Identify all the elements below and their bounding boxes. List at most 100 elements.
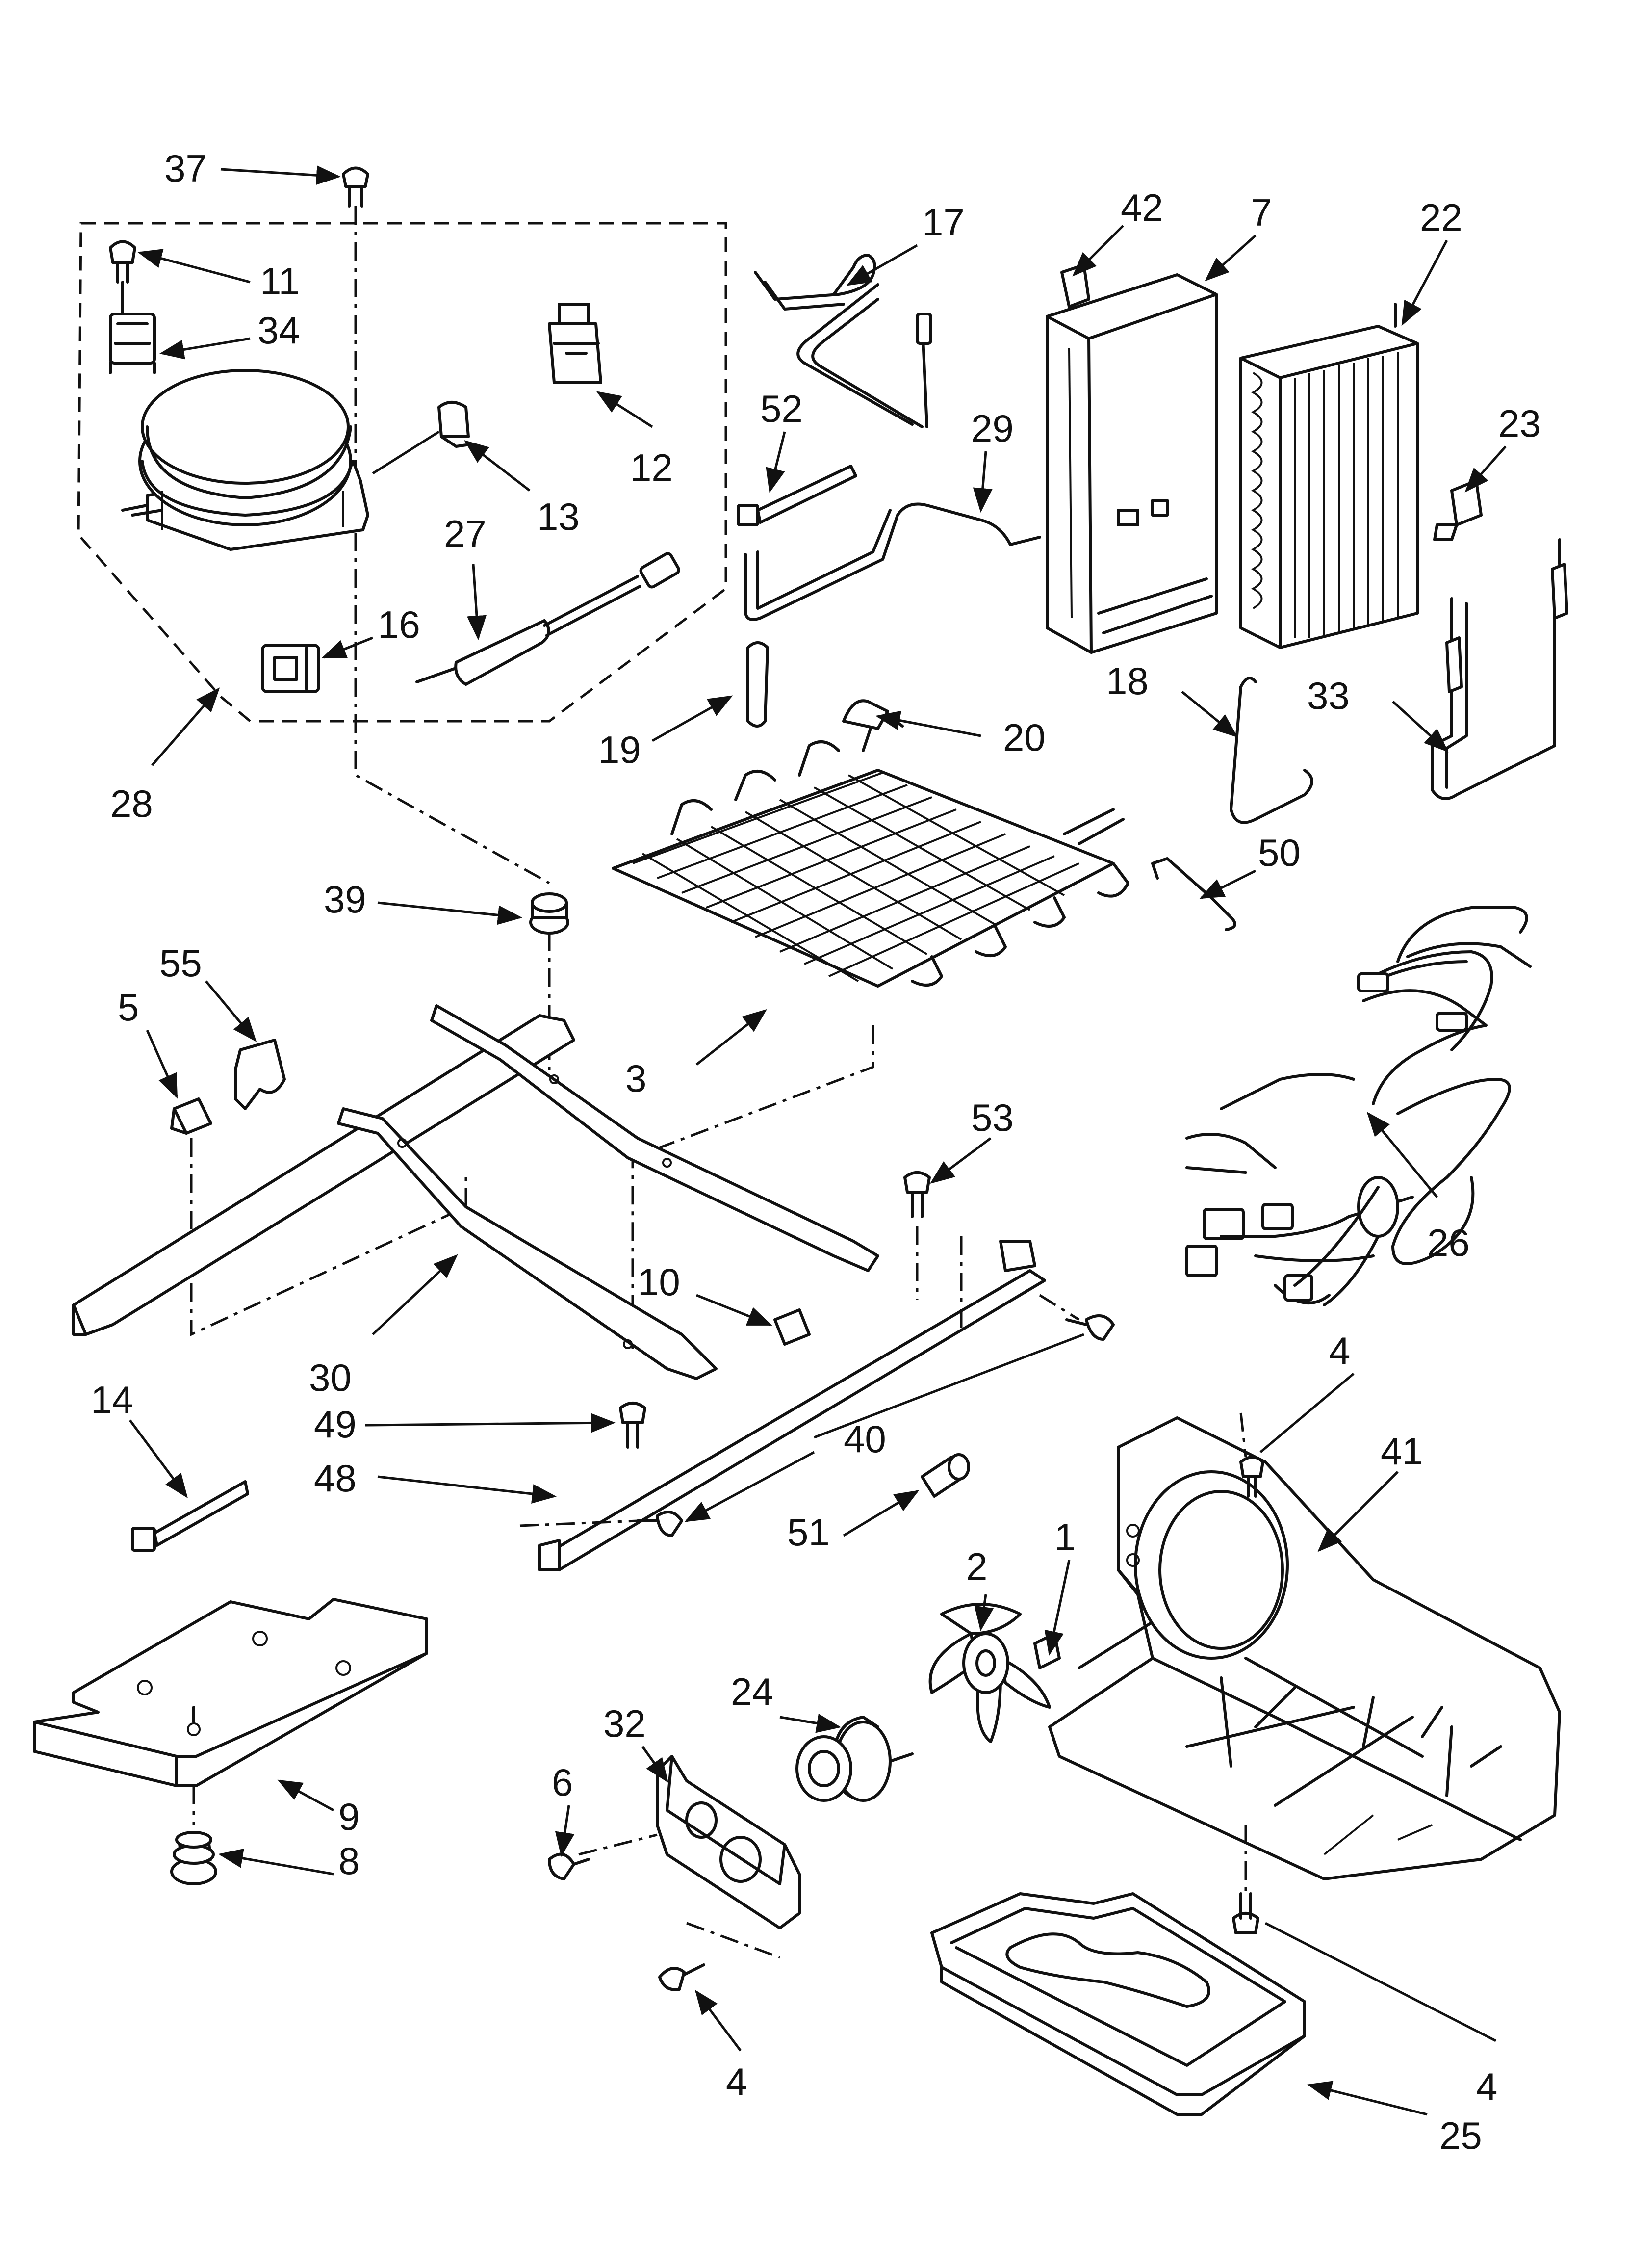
svg-text:53: 53 xyxy=(971,1096,1014,1139)
part-clip-50 xyxy=(1151,857,1236,931)
callout-27: 27 xyxy=(444,512,487,640)
callout-32: 32 xyxy=(603,1702,668,1783)
part-grommet-39 xyxy=(529,892,569,1089)
svg-text:24: 24 xyxy=(731,1670,773,1713)
svg-text:41: 41 xyxy=(1381,1430,1423,1473)
callout-16: 16 xyxy=(321,603,420,659)
svg-text:13: 13 xyxy=(537,495,580,538)
callout-26: 26 xyxy=(1366,1112,1470,1264)
part-relay-16 xyxy=(261,644,320,693)
part-screw-37 xyxy=(342,166,550,885)
svg-text:11: 11 xyxy=(260,260,300,303)
svg-text:32: 32 xyxy=(603,1702,646,1745)
part-bracket-55 xyxy=(234,1039,286,1110)
callout-52: 52 xyxy=(760,387,803,493)
callout-24: 24 xyxy=(731,1670,841,1733)
callout-3: 3 xyxy=(625,1009,767,1100)
callout-48: 48 xyxy=(314,1457,557,1504)
part-screw-6 xyxy=(548,1852,590,1880)
callout-40: 40 xyxy=(687,1333,1084,1521)
svg-text:34: 34 xyxy=(257,309,300,352)
svg-text:1: 1 xyxy=(1054,1515,1076,1559)
callout-7: 7 xyxy=(1205,191,1272,282)
callouts: 37 11 34 12 13 27 16 28 17 52 29 19 20 4… xyxy=(91,147,1541,2157)
svg-text:9: 9 xyxy=(338,1795,359,1838)
callout-50: 50 xyxy=(1199,831,1301,899)
part-bracket-23 xyxy=(1433,479,1483,541)
part-clip-13 xyxy=(372,401,475,475)
part-evaporator-coil-3 xyxy=(612,717,1129,1349)
svg-text:50: 50 xyxy=(1258,831,1301,874)
svg-text:27: 27 xyxy=(444,512,487,555)
part-fan-blade-2 xyxy=(928,1603,1051,1743)
part-spacer-5 xyxy=(170,1097,467,1336)
callout-53: 53 xyxy=(930,1096,1014,1184)
part-clip-10 xyxy=(773,1308,811,1346)
svg-text:18: 18 xyxy=(1106,659,1149,703)
part-screw-49 xyxy=(619,1402,646,1449)
part-wire-18 xyxy=(1230,677,1313,824)
part-bracket-1 xyxy=(1033,1632,1061,1669)
part-tie-strap-52 xyxy=(737,465,857,526)
svg-text:30: 30 xyxy=(309,1356,352,1399)
callout-8: 8 xyxy=(218,1839,359,1882)
svg-text:17: 17 xyxy=(922,201,965,244)
svg-text:49: 49 xyxy=(314,1403,357,1446)
callout-19: 19 xyxy=(598,695,733,771)
callout-51: 51 xyxy=(787,1490,920,1554)
part-tie-strap-14 xyxy=(131,1480,249,1552)
part-screws-40 xyxy=(519,1314,1115,1537)
part-screw-53 xyxy=(903,1171,931,1300)
callout-30: 30 xyxy=(309,1254,458,1399)
part-condenser-22 xyxy=(1239,303,1419,649)
part-frame-rails-30 xyxy=(72,1004,879,1380)
svg-text:4: 4 xyxy=(1476,2065,1497,2108)
callout-33: 33 xyxy=(1307,674,1449,753)
callout-23: 23 xyxy=(1464,402,1541,493)
callout-18: 18 xyxy=(1106,659,1238,738)
svg-text:5: 5 xyxy=(118,986,139,1029)
part-wire-harness-26 xyxy=(1185,906,1532,1306)
callout-4: 444 xyxy=(696,1329,1497,2108)
part-clip-42 xyxy=(1060,263,1090,308)
part-fan-motor-24 xyxy=(795,1716,914,1802)
svg-text:2: 2 xyxy=(966,1545,987,1588)
part-bracket-12 xyxy=(548,303,602,384)
svg-text:14: 14 xyxy=(91,1378,133,1421)
part-evaporator-housing-7 xyxy=(1046,273,1218,654)
callout-41: 41 xyxy=(1317,1430,1423,1552)
callout-34: 34 xyxy=(159,309,300,360)
callout-29: 29 xyxy=(971,407,1014,513)
callout-13: 13 xyxy=(464,440,580,538)
part-tube-17 xyxy=(754,254,932,428)
part-bracket-32 xyxy=(578,1755,801,1959)
svg-text:3: 3 xyxy=(625,1057,646,1100)
svg-text:42: 42 xyxy=(1121,186,1163,229)
callout-55: 55 xyxy=(159,941,257,1042)
callout-12: 12 xyxy=(596,391,673,489)
callout-20: 20 xyxy=(875,710,1046,759)
part-screw-11 xyxy=(109,240,136,315)
callout-1: 1 xyxy=(1044,1515,1076,1656)
svg-text:16: 16 xyxy=(378,603,420,646)
svg-text:26: 26 xyxy=(1427,1221,1470,1264)
svg-text:37: 37 xyxy=(164,147,207,190)
svg-text:40: 40 xyxy=(844,1417,886,1460)
svg-text:22: 22 xyxy=(1420,196,1462,239)
part-spring-mount-8 xyxy=(170,1831,217,1885)
svg-text:51: 51 xyxy=(787,1511,830,1554)
svg-text:39: 39 xyxy=(324,878,366,921)
callout-11: 11 xyxy=(137,249,300,303)
svg-text:48: 48 xyxy=(314,1457,357,1500)
svg-text:25: 25 xyxy=(1439,2114,1482,2157)
compressor-kit-outline xyxy=(77,222,727,723)
callout-49: 49 xyxy=(314,1403,616,1446)
part-overload-34 xyxy=(109,313,156,374)
callout-6: 6 xyxy=(552,1761,575,1857)
callout-5: 5 xyxy=(118,986,178,1099)
svg-text:19: 19 xyxy=(598,728,641,771)
svg-text:6: 6 xyxy=(552,1761,573,1804)
callout-2: 2 xyxy=(966,1545,994,1631)
part-cylinder-51 xyxy=(921,1453,970,1498)
